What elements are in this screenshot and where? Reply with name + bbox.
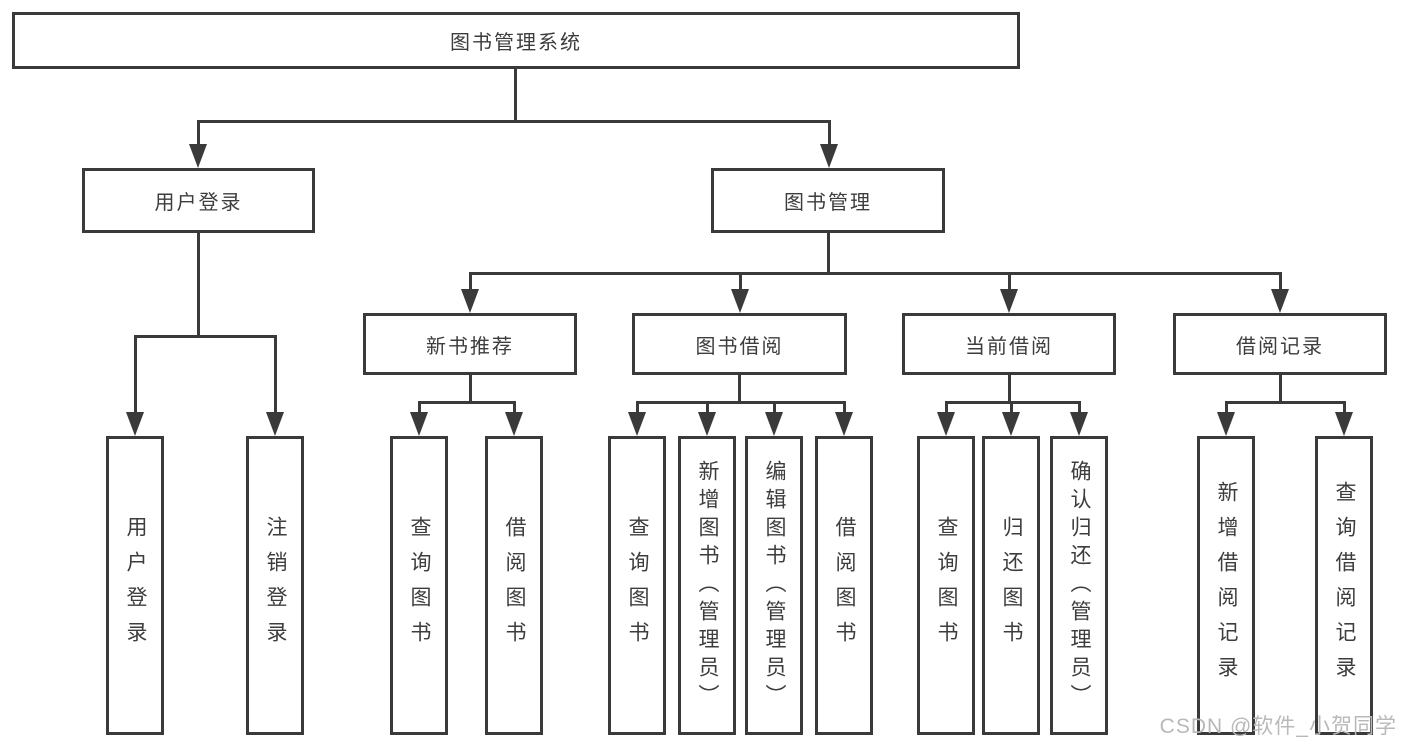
csdn-watermark: CSDN @软件_小贺同学: [1159, 715, 1397, 738]
arrow-down-icon: [628, 401, 646, 436]
connector-book-borrow-stub: [738, 375, 741, 401]
connector-borrow-records-branch: [1225, 401, 1346, 404]
arrow-down-icon: [1070, 401, 1088, 436]
connector-new-book-recommend-branch: [418, 401, 516, 404]
arrow-down-icon: [1000, 272, 1018, 313]
connector-root-stub: [514, 69, 517, 120]
leaf-current-confirm-return-admin: 确认归还（管理员）: [1050, 436, 1108, 735]
node-new-book-recommend: 新书推荐: [363, 313, 577, 375]
arrow-down-icon: [731, 272, 749, 313]
leaf-logout: 注销登录: [246, 436, 304, 735]
node-borrow-records: 借阅记录: [1173, 313, 1387, 375]
leaf-rec-borrow-books: 借阅图书: [485, 436, 543, 735]
connector-book-borrow-branch: [636, 401, 846, 404]
connector-user-login-branch: [134, 335, 277, 338]
node-book-management: 图书管理: [711, 168, 945, 233]
arrow-down-icon: [126, 335, 144, 436]
arrow-down-icon: [835, 401, 853, 436]
arrow-down-icon: [1271, 272, 1289, 313]
leaf-borrow-borrow-books: 借阅图书: [815, 436, 873, 735]
node-root: 图书管理系统: [12, 12, 1020, 69]
arrow-down-icon: [410, 401, 428, 436]
arrow-down-icon: [937, 401, 955, 436]
arrow-down-icon: [1335, 401, 1353, 436]
arrow-down-icon: [266, 335, 284, 436]
leaf-rec-query-books: 查询图书: [390, 436, 448, 735]
connector-borrow-records-stub: [1279, 375, 1282, 401]
arrow-down-icon: [698, 401, 716, 436]
node-user-login: 用户登录: [82, 168, 315, 233]
leaf-current-return-books: 归还图书: [982, 436, 1040, 735]
arrow-down-icon: [1002, 401, 1020, 436]
leaf-borrow-add-books-admin: 新增图书（管理员）: [678, 436, 736, 735]
leaf-borrow-query-books: 查询图书: [608, 436, 666, 735]
arrow-down-icon: [765, 401, 783, 436]
node-book-borrow: 图书借阅: [632, 313, 847, 375]
connector-user-login-stub: [197, 233, 200, 335]
node-current-borrow: 当前借阅: [902, 313, 1116, 375]
leaf-records-add-record: 新增借阅记录: [1197, 436, 1255, 735]
connector-level3-branch: [469, 272, 1282, 275]
leaf-records-query-record: 查询借阅记录: [1315, 436, 1373, 735]
arrow-down-icon: [505, 401, 523, 436]
arrow-down-icon: [820, 120, 838, 168]
connector-new-book-recommend-stub: [469, 375, 472, 401]
arrow-down-icon: [461, 272, 479, 313]
leaf-current-query-books: 查询图书: [917, 436, 975, 735]
arrow-down-icon: [1217, 401, 1235, 436]
connector-level2-branch: [197, 120, 831, 123]
leaf-borrow-edit-books-admin: 编辑图书（管理员）: [745, 436, 803, 735]
arrow-down-icon: [189, 120, 207, 168]
connector-current-borrow-stub: [1008, 375, 1011, 401]
connector-current-borrow-branch: [945, 401, 1081, 404]
leaf-user-login: 用户登录: [106, 436, 164, 735]
connector-book-management-stub: [827, 233, 830, 272]
